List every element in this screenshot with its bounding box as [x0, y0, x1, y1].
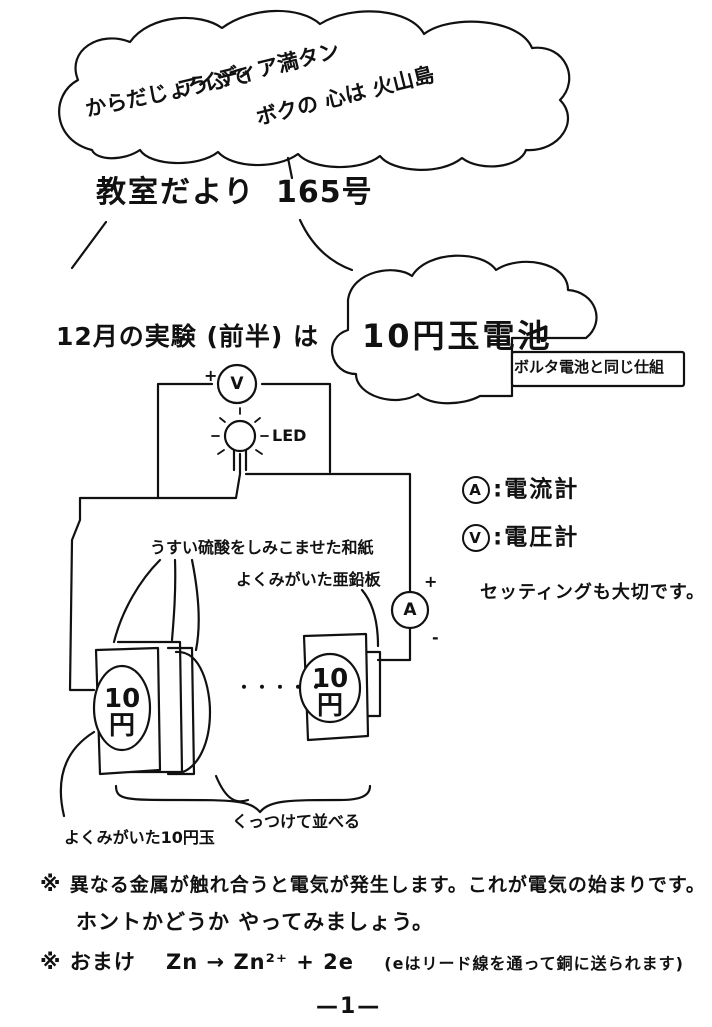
bonus-label: おまけ [69, 950, 136, 974]
wire-led-down [68, 452, 242, 692]
equation-note: (eはリード線を通って銅に送られます) [384, 954, 684, 973]
coin-caption: よくみがいた10円玉 [64, 828, 215, 847]
arrow-bottom [214, 774, 250, 803]
issue-number: 165号 [276, 175, 373, 210]
stack-continuation-dots: ・・・・・ [236, 678, 327, 697]
legend-voltmeter: V:電圧計 [462, 524, 579, 552]
arrow-paper-left [112, 558, 162, 644]
note-line-1: ※ 異なる金属が触れ合うと電気が発生します。これが電気の始まりです。 [40, 874, 706, 895]
thought-cloud-outline [58, 9, 571, 171]
wire-right-loop [244, 472, 412, 594]
arrow-paper-mid [170, 558, 177, 642]
left-stack-paper [116, 640, 184, 774]
voltmeter-plus: + [204, 366, 218, 385]
equation: Zn → Zn²⁺ + 2e [166, 950, 354, 974]
arrow-zinc-right [360, 588, 380, 648]
arrow-paper-right [190, 558, 200, 652]
line-up-brace [114, 784, 372, 814]
topic-cloud-outline [330, 254, 598, 405]
experiment-subtitle: ボルタ電池と同じ仕組 [514, 358, 665, 376]
led-glow-rays [211, 407, 269, 455]
page-number: —1— [316, 994, 382, 1019]
cloud-tail-left [70, 220, 108, 270]
left-coin-label: 10円 [104, 684, 141, 742]
cloud-tail-right [298, 218, 354, 272]
volta-subtitle-frame [510, 350, 686, 388]
note-mark-2: ※ [40, 950, 62, 974]
led-label: LED [272, 426, 307, 445]
legend-voltmeter-text: :電圧計 [493, 524, 580, 551]
led-bulb [223, 419, 257, 453]
left-coin [92, 664, 152, 752]
legend-ammeter: A:電流計 [462, 476, 579, 504]
right-stack-zinc-plate [360, 650, 382, 718]
right-coin-label: 10円 [312, 664, 349, 722]
note-text-1: 異なる金属が触れ合うと電気が発生します。これが電気の始まりです。 [69, 874, 706, 896]
note-line-3: ※ おまけ Zn → Zn²⁺ + 2e (eはリード線を通って銅に送られます) [40, 952, 684, 973]
wire-voltmeter-loop [156, 382, 214, 500]
paper-label: うすい硫酸をしみこませた和紙 [150, 538, 374, 557]
legend-voltmeter-symbol: V [462, 524, 490, 552]
newsletter-title: 教室だより [96, 175, 256, 210]
ammeter-minus: - [432, 628, 439, 647]
voltmeter-body [216, 363, 258, 405]
experiment-topic: 10円玉電池 [362, 317, 553, 355]
ammeter-plus: + [424, 572, 438, 591]
wire-ammeter-down [376, 624, 412, 662]
right-coin [298, 652, 362, 724]
cloud-tail-center [286, 156, 294, 180]
note-line-2: ホントかどうか やってみましょう。 [76, 910, 434, 934]
line-up-label: くっつけて並べる [232, 812, 361, 831]
arrow-coin [59, 730, 96, 818]
setting-note: セッティングも大切です。 [480, 582, 706, 603]
ammeter-body [390, 590, 430, 630]
ammeter-symbol: A [403, 600, 417, 620]
legend-ammeter-text: :電流計 [493, 476, 580, 503]
experiment-heading: 12月の実験 (前半) は [56, 322, 320, 351]
note-mark-1: ※ [40, 872, 62, 896]
legend-ammeter-symbol: A [462, 476, 490, 504]
wire-voltmeter-right [260, 382, 332, 474]
zinc-label: よくみがいた亜鉛板 [236, 570, 381, 589]
voltmeter-symbol: V [230, 374, 244, 394]
